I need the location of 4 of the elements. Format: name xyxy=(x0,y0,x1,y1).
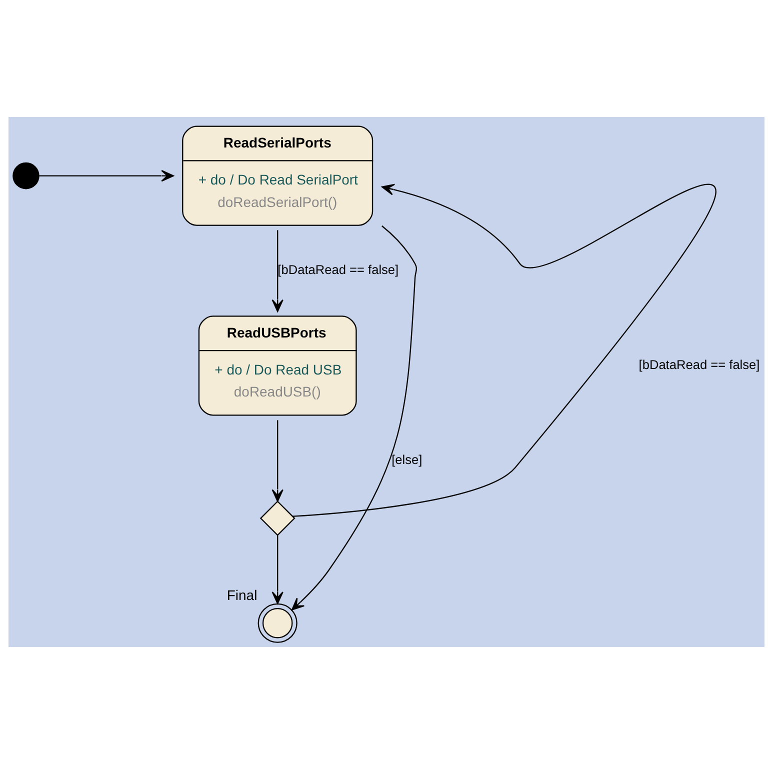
edge-label: [bDataRead == false] xyxy=(638,356,760,372)
node-label: Final xyxy=(226,586,258,603)
edge-label: [bDataRead == false] xyxy=(278,262,399,278)
edge-label: [else] xyxy=(392,452,422,467)
